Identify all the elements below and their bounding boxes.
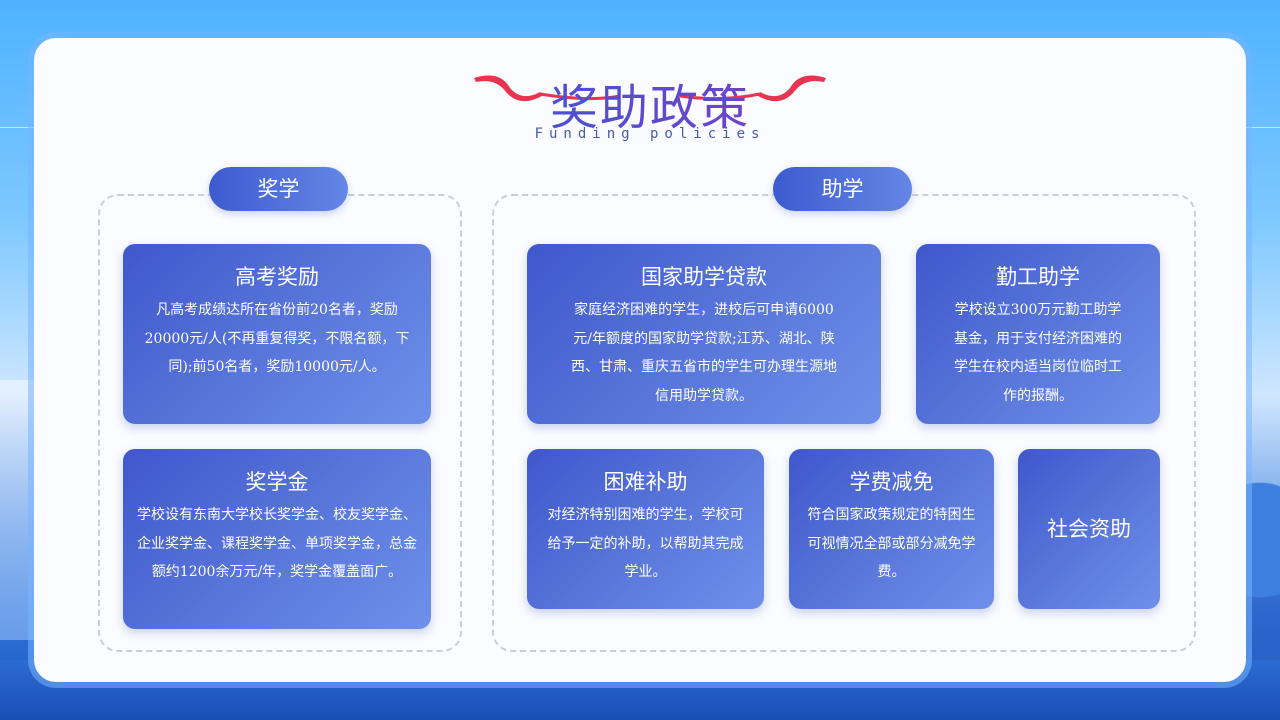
card-title: 学费减免 bbox=[849, 470, 934, 494]
card-tuition-waiver: 学费减免 符合国家政策规定的特困生可视情况全部或部分减免学费。 bbox=[789, 449, 994, 609]
title-block: 奖助政策 Funding policies bbox=[470, 66, 830, 146]
card-scholarship-fund: 奖学金 学校设有东南大学校长奖学金、校友奖学金、企业奖学金、课程奖学金、单项奖学… bbox=[123, 449, 431, 629]
card-gaokao-award: 高考奖励 凡高考成绩达所在省份前20名者，奖励20000元/人(不再重复得奖，不… bbox=[123, 244, 431, 424]
card-social-aid: 社会资助 bbox=[1018, 449, 1160, 609]
aid-section-label: 助学 bbox=[773, 167, 912, 211]
card-body: 凡高考成绩达所在省份前20名者，奖励20000元/人(不再重复得奖，不限名额，下… bbox=[144, 302, 410, 375]
ribbon-decoration bbox=[474, 75, 826, 102]
background-building bbox=[0, 380, 40, 640]
card-body: 学校设有东南大学校长奖学金、校友奖学金、企业奖学金、课程奖学金、单项奖学金，总金… bbox=[137, 507, 417, 580]
card-body: 家庭经济困难的学生，进校后可申请6000元/年额度的国家助学贷款;江苏、湖北、陕… bbox=[571, 302, 837, 404]
card-title: 勤工助学 bbox=[996, 265, 1080, 289]
card-title: 奖学金 bbox=[245, 470, 309, 494]
card-title: 困难补助 bbox=[603, 470, 688, 494]
card-title: 高考奖励 bbox=[235, 265, 319, 289]
card-title: 社会资助 bbox=[1047, 517, 1131, 541]
card-body: 学校设立300万元勤工助学基金，用于支付经济困难的学生在校内适当岗位临时工作的报… bbox=[954, 302, 1122, 404]
card-body: 对经济特别困难的学生，学校可给予一定的补助，以帮助其完成学业。 bbox=[547, 507, 744, 580]
card-body: 符合国家政策规定的特困生可视情况全部或部分减免学费。 bbox=[807, 507, 976, 580]
scholarship-section-label: 奖学 bbox=[209, 167, 348, 211]
card-national-loan: 国家助学贷款 家庭经济困难的学生，进校后可申请6000元/年额度的国家助学贷款;… bbox=[527, 244, 881, 424]
card-title: 国家助学贷款 bbox=[641, 265, 767, 289]
background-tree bbox=[1240, 480, 1280, 680]
page-subtitle: Funding policies bbox=[534, 126, 766, 142]
page-title: 奖助政策 bbox=[470, 68, 830, 138]
card-work-study: 勤工助学 学校设立300万元勤工助学基金，用于支付经济困难的学生在校内适当岗位临… bbox=[916, 244, 1160, 424]
card-hardship-subsidy: 困难补助 对经济特别困难的学生，学校可给予一定的补助，以帮助其完成学业。 bbox=[527, 449, 764, 609]
